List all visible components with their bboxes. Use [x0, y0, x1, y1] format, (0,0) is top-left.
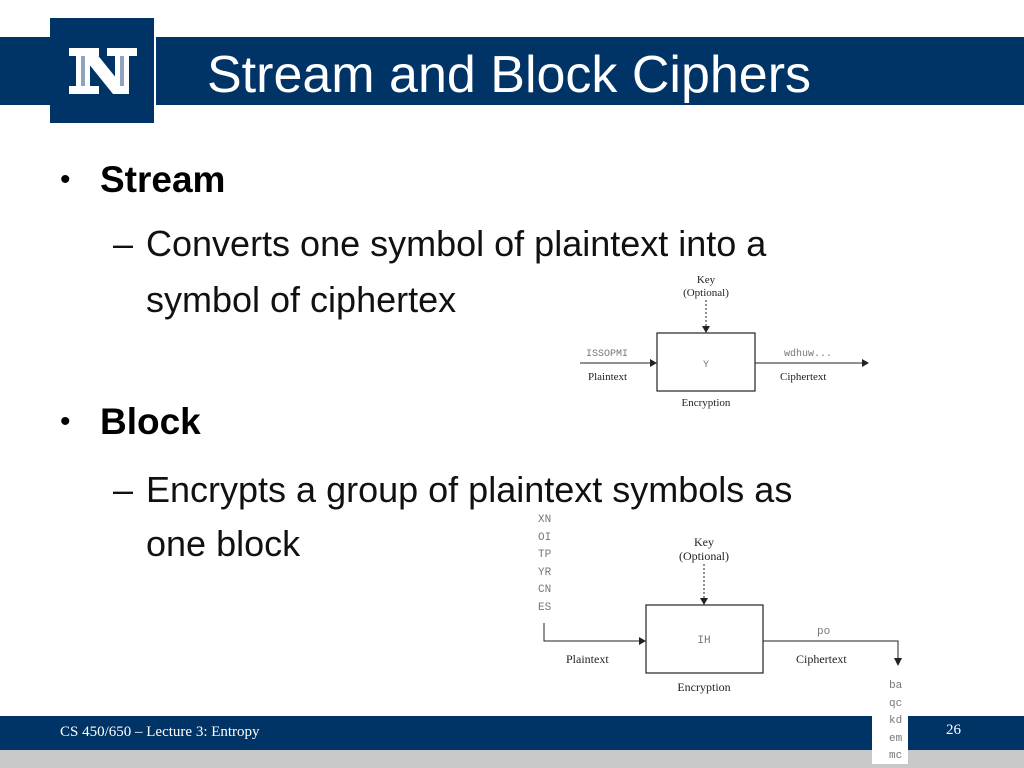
bullet-dot-block: • — [60, 405, 71, 438]
block-input-5: ES — [538, 602, 552, 614]
stream-desc-line1: Converts one symbol of plaintext into a — [146, 223, 767, 264]
block-encryption-label: Encryption — [677, 680, 730, 694]
dash-stream: – — [113, 223, 134, 264]
block-desc-line2: one block — [146, 523, 301, 564]
block-input-0: XN — [538, 514, 551, 526]
block-input-4: CN — [538, 584, 551, 596]
stream-key-optional: (Optional) — [683, 287, 729, 299]
stream-encryption-label: Encryption — [682, 397, 731, 409]
block-encryption-box — [645, 604, 764, 674]
block-plaintext-label: Plaintext — [566, 652, 609, 666]
block-output-column: ba qc kd em mc — [872, 672, 908, 764]
dash-block: – — [113, 469, 134, 510]
stream-desc-line2: symbol of ciphertex — [146, 279, 457, 320]
block-box-text: IH — [697, 635, 710, 647]
bullet-dot-stream: • — [60, 163, 71, 196]
block-input-1: OI — [538, 532, 551, 544]
block-output-4: mc — [889, 750, 902, 762]
block-output-0: ba — [889, 680, 903, 692]
block-input-column: XN OI TP YR CN ES — [538, 514, 552, 614]
block-output-1: qc — [889, 698, 902, 710]
stream-input-text: ISSOPMI — [586, 349, 628, 360]
stream-encryption-box — [656, 332, 756, 392]
footer-course-label: CS 450/650 – Lecture 3: Entropy — [60, 724, 260, 740]
footer-bar — [0, 716, 1024, 750]
university-n-logo-icon — [50, 18, 156, 123]
stream-cipher-diagram: Key (Optional) Y ISSOPMI Plaintext wdhuw… — [580, 274, 869, 409]
block-input-2: TP — [538, 549, 552, 561]
block-key-optional: (Optional) — [679, 549, 729, 563]
title-bar — [0, 37, 1024, 105]
block-output-2: kd — [889, 715, 902, 727]
bullet-block: Block — [100, 401, 201, 442]
block-desc-line1: Encrypts a group of plaintext symbols as — [146, 469, 793, 510]
stream-ciphertext-label: Ciphertext — [780, 371, 826, 383]
page-number: 26 — [946, 722, 961, 738]
block-output-text: po — [817, 626, 830, 638]
slide-title: Stream and Block Ciphers — [207, 46, 812, 104]
stream-output-text: wdhuw... — [784, 348, 832, 360]
stream-key-label: Key — [697, 274, 716, 286]
block-output-3: em — [889, 733, 903, 745]
stream-plaintext-label: Plaintext — [588, 371, 627, 383]
block-ciphertext-label: Ciphertext — [796, 652, 847, 666]
block-key-label: Key — [694, 535, 714, 549]
bullet-stream: Stream — [100, 159, 226, 200]
block-input-3: YR — [538, 567, 552, 579]
footer-gray-strip — [0, 750, 1024, 768]
stream-box-text: Y — [703, 360, 709, 371]
